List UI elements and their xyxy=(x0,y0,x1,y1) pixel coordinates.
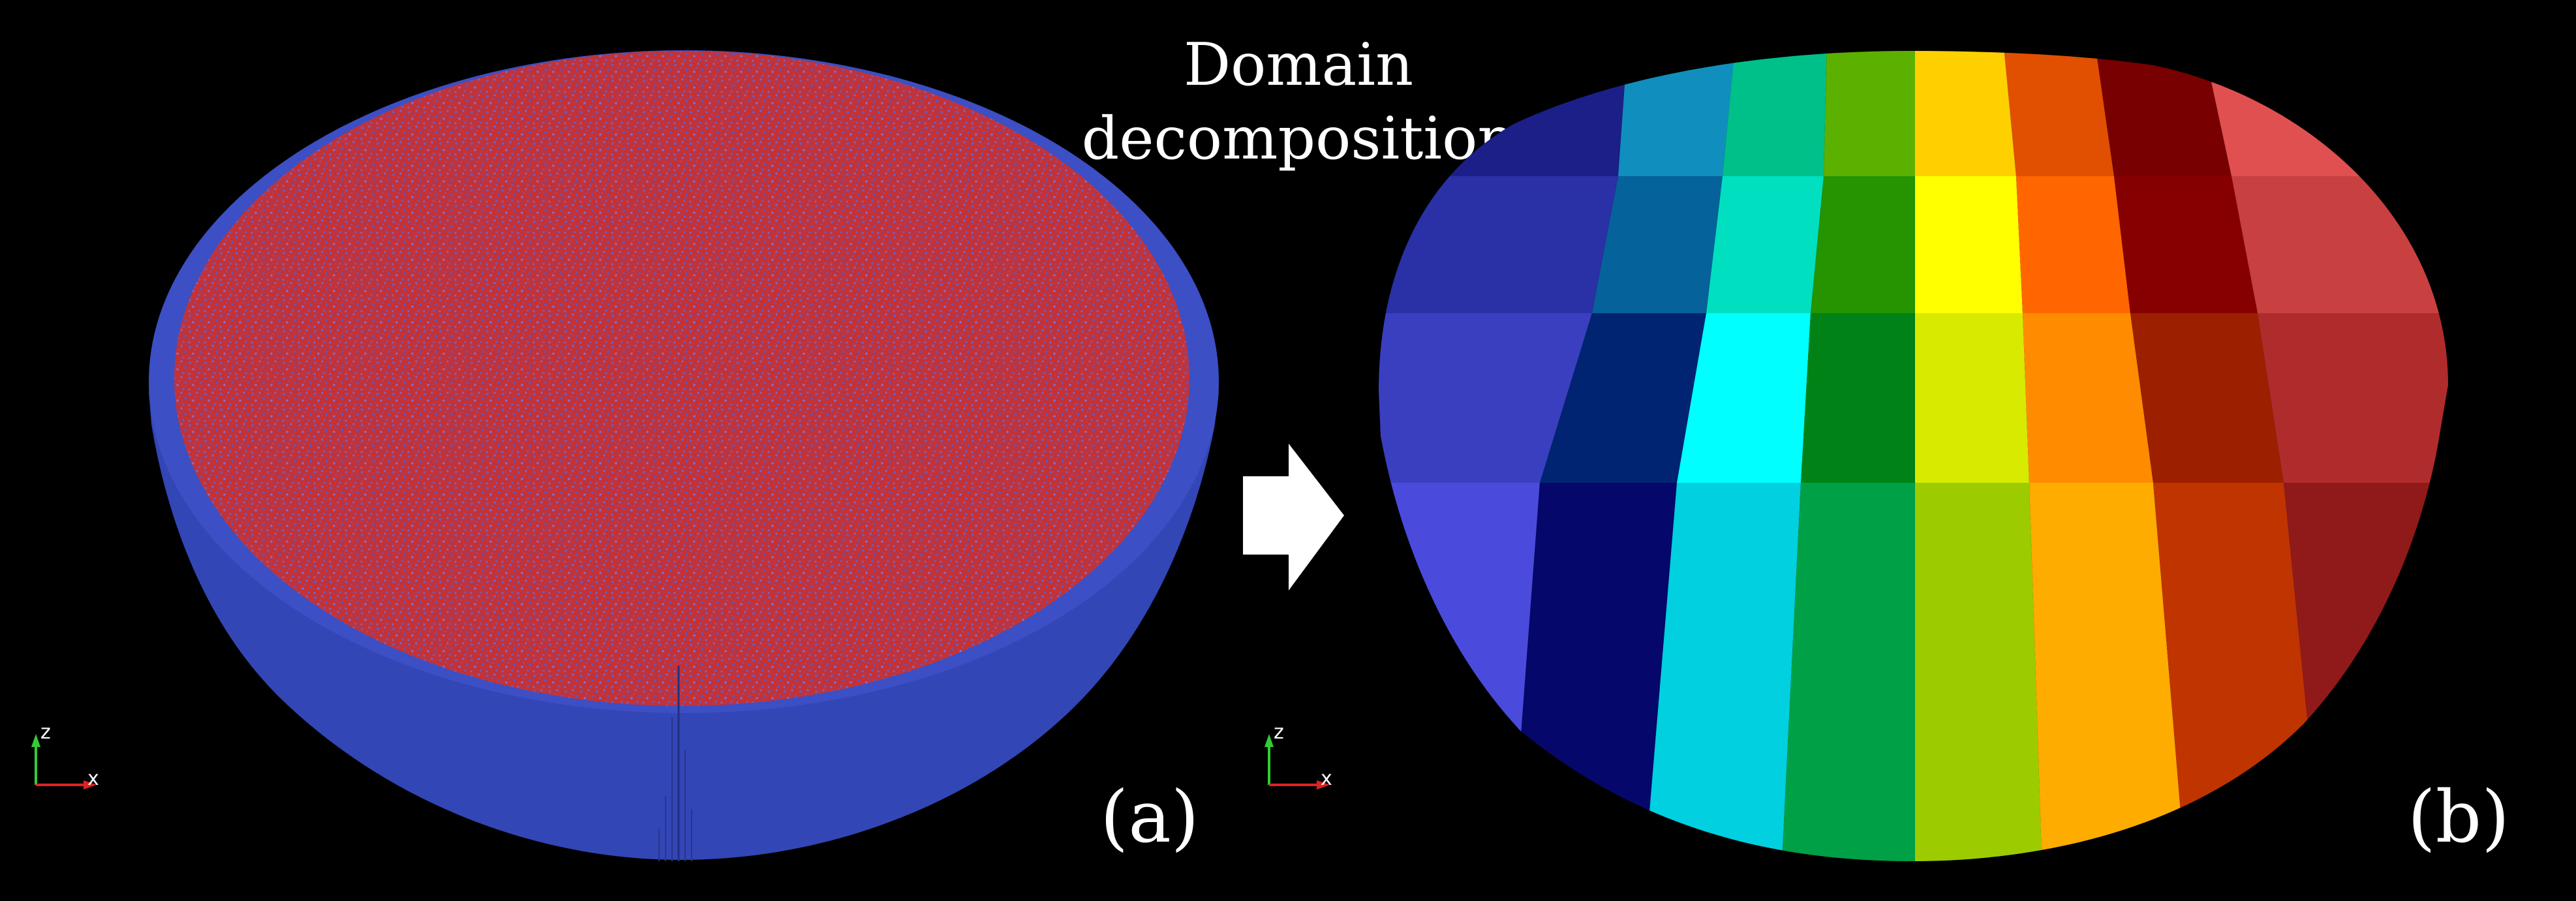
subdomain-block xyxy=(1824,51,1915,176)
subdomain-block xyxy=(2016,176,2130,313)
subdomain-block xyxy=(1592,176,1723,313)
subdomain-block xyxy=(2231,176,2448,313)
subdomain-block xyxy=(2114,176,2258,313)
title-line-1: Domain xyxy=(1184,31,1413,99)
title-line-2: decomposition xyxy=(1082,104,1516,173)
subdomain-block xyxy=(2029,483,2186,861)
subdomain-block xyxy=(1618,51,1736,176)
subdomain-block xyxy=(2094,51,2231,176)
subdomain-block xyxy=(1915,483,2042,861)
subdomain-block xyxy=(1781,483,1915,861)
right-arrow-icon xyxy=(1243,444,1344,590)
subdomain-block xyxy=(1706,176,1824,313)
subdomain-block xyxy=(2202,51,2448,176)
subdomain-block xyxy=(1915,51,2016,176)
axis-triad-b: z x xyxy=(1265,721,1332,790)
axis-x-label-a: x xyxy=(87,767,99,790)
subdomain-block xyxy=(1379,176,1618,313)
subdomain-block xyxy=(2130,313,2284,483)
axis-triad-a: z x xyxy=(31,721,99,790)
axis-z-label-a: z xyxy=(40,721,51,744)
subdomain-block xyxy=(1915,313,2029,483)
axis-z-label-b: z xyxy=(1274,721,1284,744)
subdomain-block xyxy=(1801,313,1915,483)
subdomain-block xyxy=(1540,313,1706,483)
subdomain-block xyxy=(1723,51,1827,176)
decomposition-title: Domain decomposition xyxy=(1082,31,1516,173)
particle-surface xyxy=(174,51,1189,706)
panel-b-decomposition xyxy=(1379,51,2448,861)
subdomain-block xyxy=(2023,313,2153,483)
axis-x-label-b: x xyxy=(1321,767,1332,790)
subdomain-block xyxy=(1644,483,1801,861)
subdomain-block xyxy=(2003,51,2114,176)
subdomain-block xyxy=(1379,483,1540,861)
subdomain-block xyxy=(1510,483,1677,861)
panel-a-cylinder xyxy=(149,50,1219,861)
panel-b-label: (b) xyxy=(2408,775,2509,859)
subdomain-block xyxy=(2258,313,2448,483)
crack-line xyxy=(658,665,692,861)
subdomain-block xyxy=(1677,313,1811,483)
panel-a-label: (a) xyxy=(1100,775,1199,859)
subdomain-block xyxy=(1811,176,1915,313)
subdomain-block xyxy=(1915,176,2023,313)
subdomain-block xyxy=(1379,313,1592,483)
